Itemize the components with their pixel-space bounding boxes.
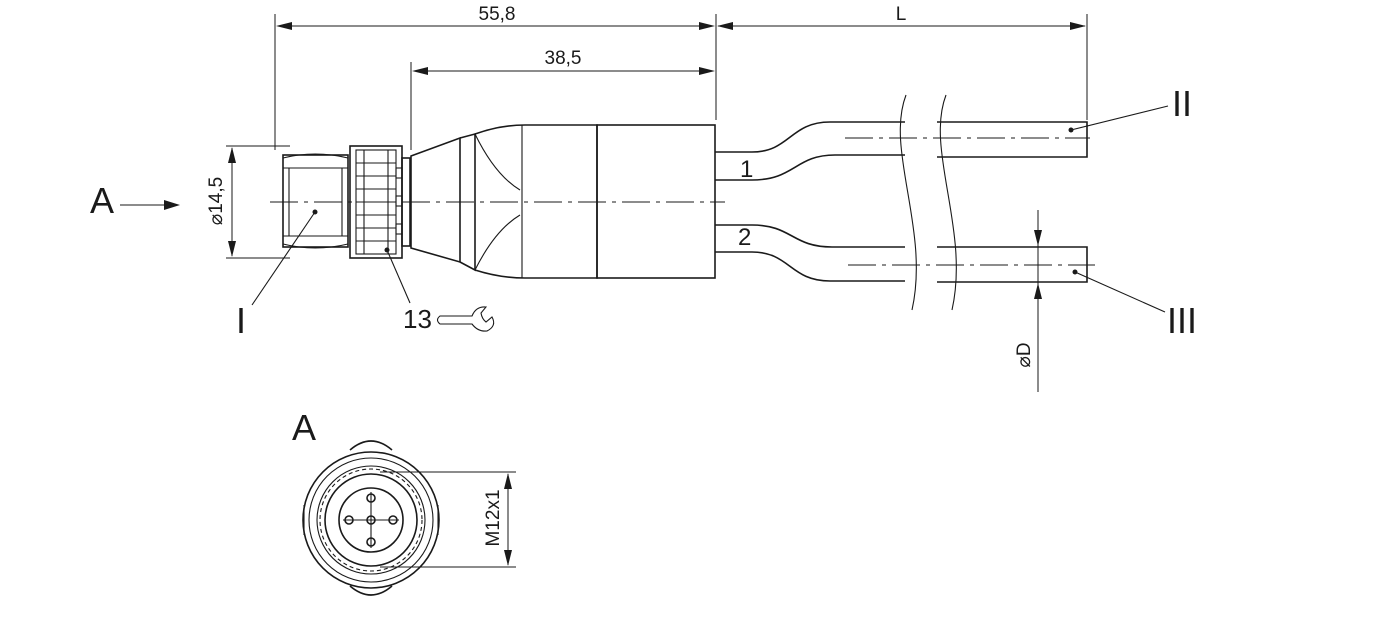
wrench-size-callout: 13 (384, 247, 495, 334)
cable-length-label: L (896, 4, 907, 25)
dimension-cable-diameter: ⌀D (1014, 210, 1052, 392)
label-part-II: II (1068, 83, 1192, 133)
thread-label: M12x1 (483, 489, 504, 546)
dimension-overall-length: 55,8 (274, 4, 717, 150)
front-view-a: A M12x1 (292, 407, 516, 596)
cable-2: 2 (715, 224, 1095, 283)
dimension-diameter: ⌀14,5 (206, 145, 290, 259)
view-title-label: A (292, 407, 316, 448)
view-arrow-label: A (90, 180, 114, 221)
wrench-size-label: 13 (403, 304, 432, 334)
label-part-III: III (1072, 269, 1197, 341)
dimension-body-length: 38,5 (410, 48, 715, 150)
part-I-label: I (236, 300, 246, 341)
body-length-label: 38,5 (545, 48, 582, 69)
wire-2-label: 2 (738, 224, 751, 251)
diameter-label: ⌀14,5 (206, 177, 227, 225)
cable-diameter-label: ⌀D (1014, 342, 1035, 367)
label-part-I: I (236, 209, 318, 341)
cable-break (899, 94, 957, 311)
part-III-label: III (1167, 300, 1197, 341)
wire-1-label: 1 (740, 156, 753, 183)
dimension-cable-length: L (717, 4, 1088, 120)
part-II-label: II (1172, 83, 1192, 124)
wrench-icon (436, 306, 495, 332)
connector-side-view (270, 124, 725, 279)
overall-length-label: 55,8 (479, 4, 516, 25)
view-arrow-a: A (90, 180, 180, 221)
cable-1: 1 (715, 121, 1090, 183)
